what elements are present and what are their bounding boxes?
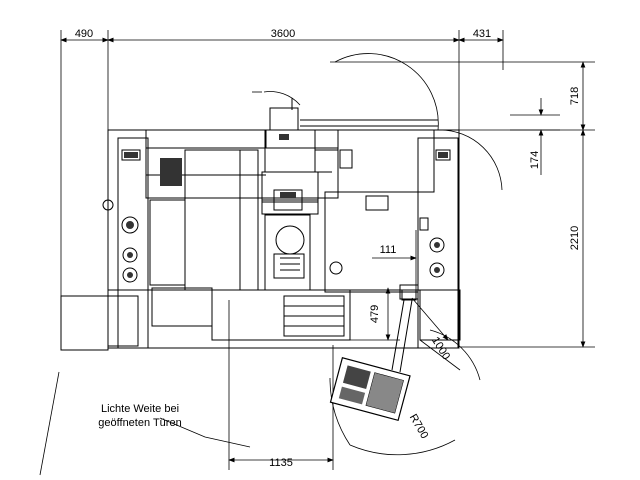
machine-body (60, 98, 461, 351)
dimension-lines (60, 30, 595, 470)
dim-174: 174 (529, 151, 541, 169)
dim-479: 479 (369, 305, 381, 323)
dim-1135: 1135 (269, 457, 293, 469)
door-swing-arcs (39, 53, 503, 476)
clearance-note: Lichte Weite bei geöffneten Türen (88, 402, 192, 430)
note-line-2: geöffneten Türen (98, 417, 182, 429)
dim-490: 490 (75, 28, 93, 40)
dim-2210: 2210 (569, 226, 581, 250)
control-panel (329, 357, 411, 422)
machine-details (124, 134, 448, 278)
dim-718: 718 (569, 87, 581, 105)
dimension-labels: 490 3600 431 718 174 2210 111 479 1000 R… (75, 28, 581, 469)
panel-arm (391, 289, 417, 373)
note-line-1: Lichte Weite bei (100, 403, 180, 415)
dim-111: 111 (380, 244, 397, 256)
dim-r700: R700 (407, 412, 431, 441)
dim-3600: 3600 (271, 28, 295, 40)
dim-431: 431 (473, 28, 491, 40)
